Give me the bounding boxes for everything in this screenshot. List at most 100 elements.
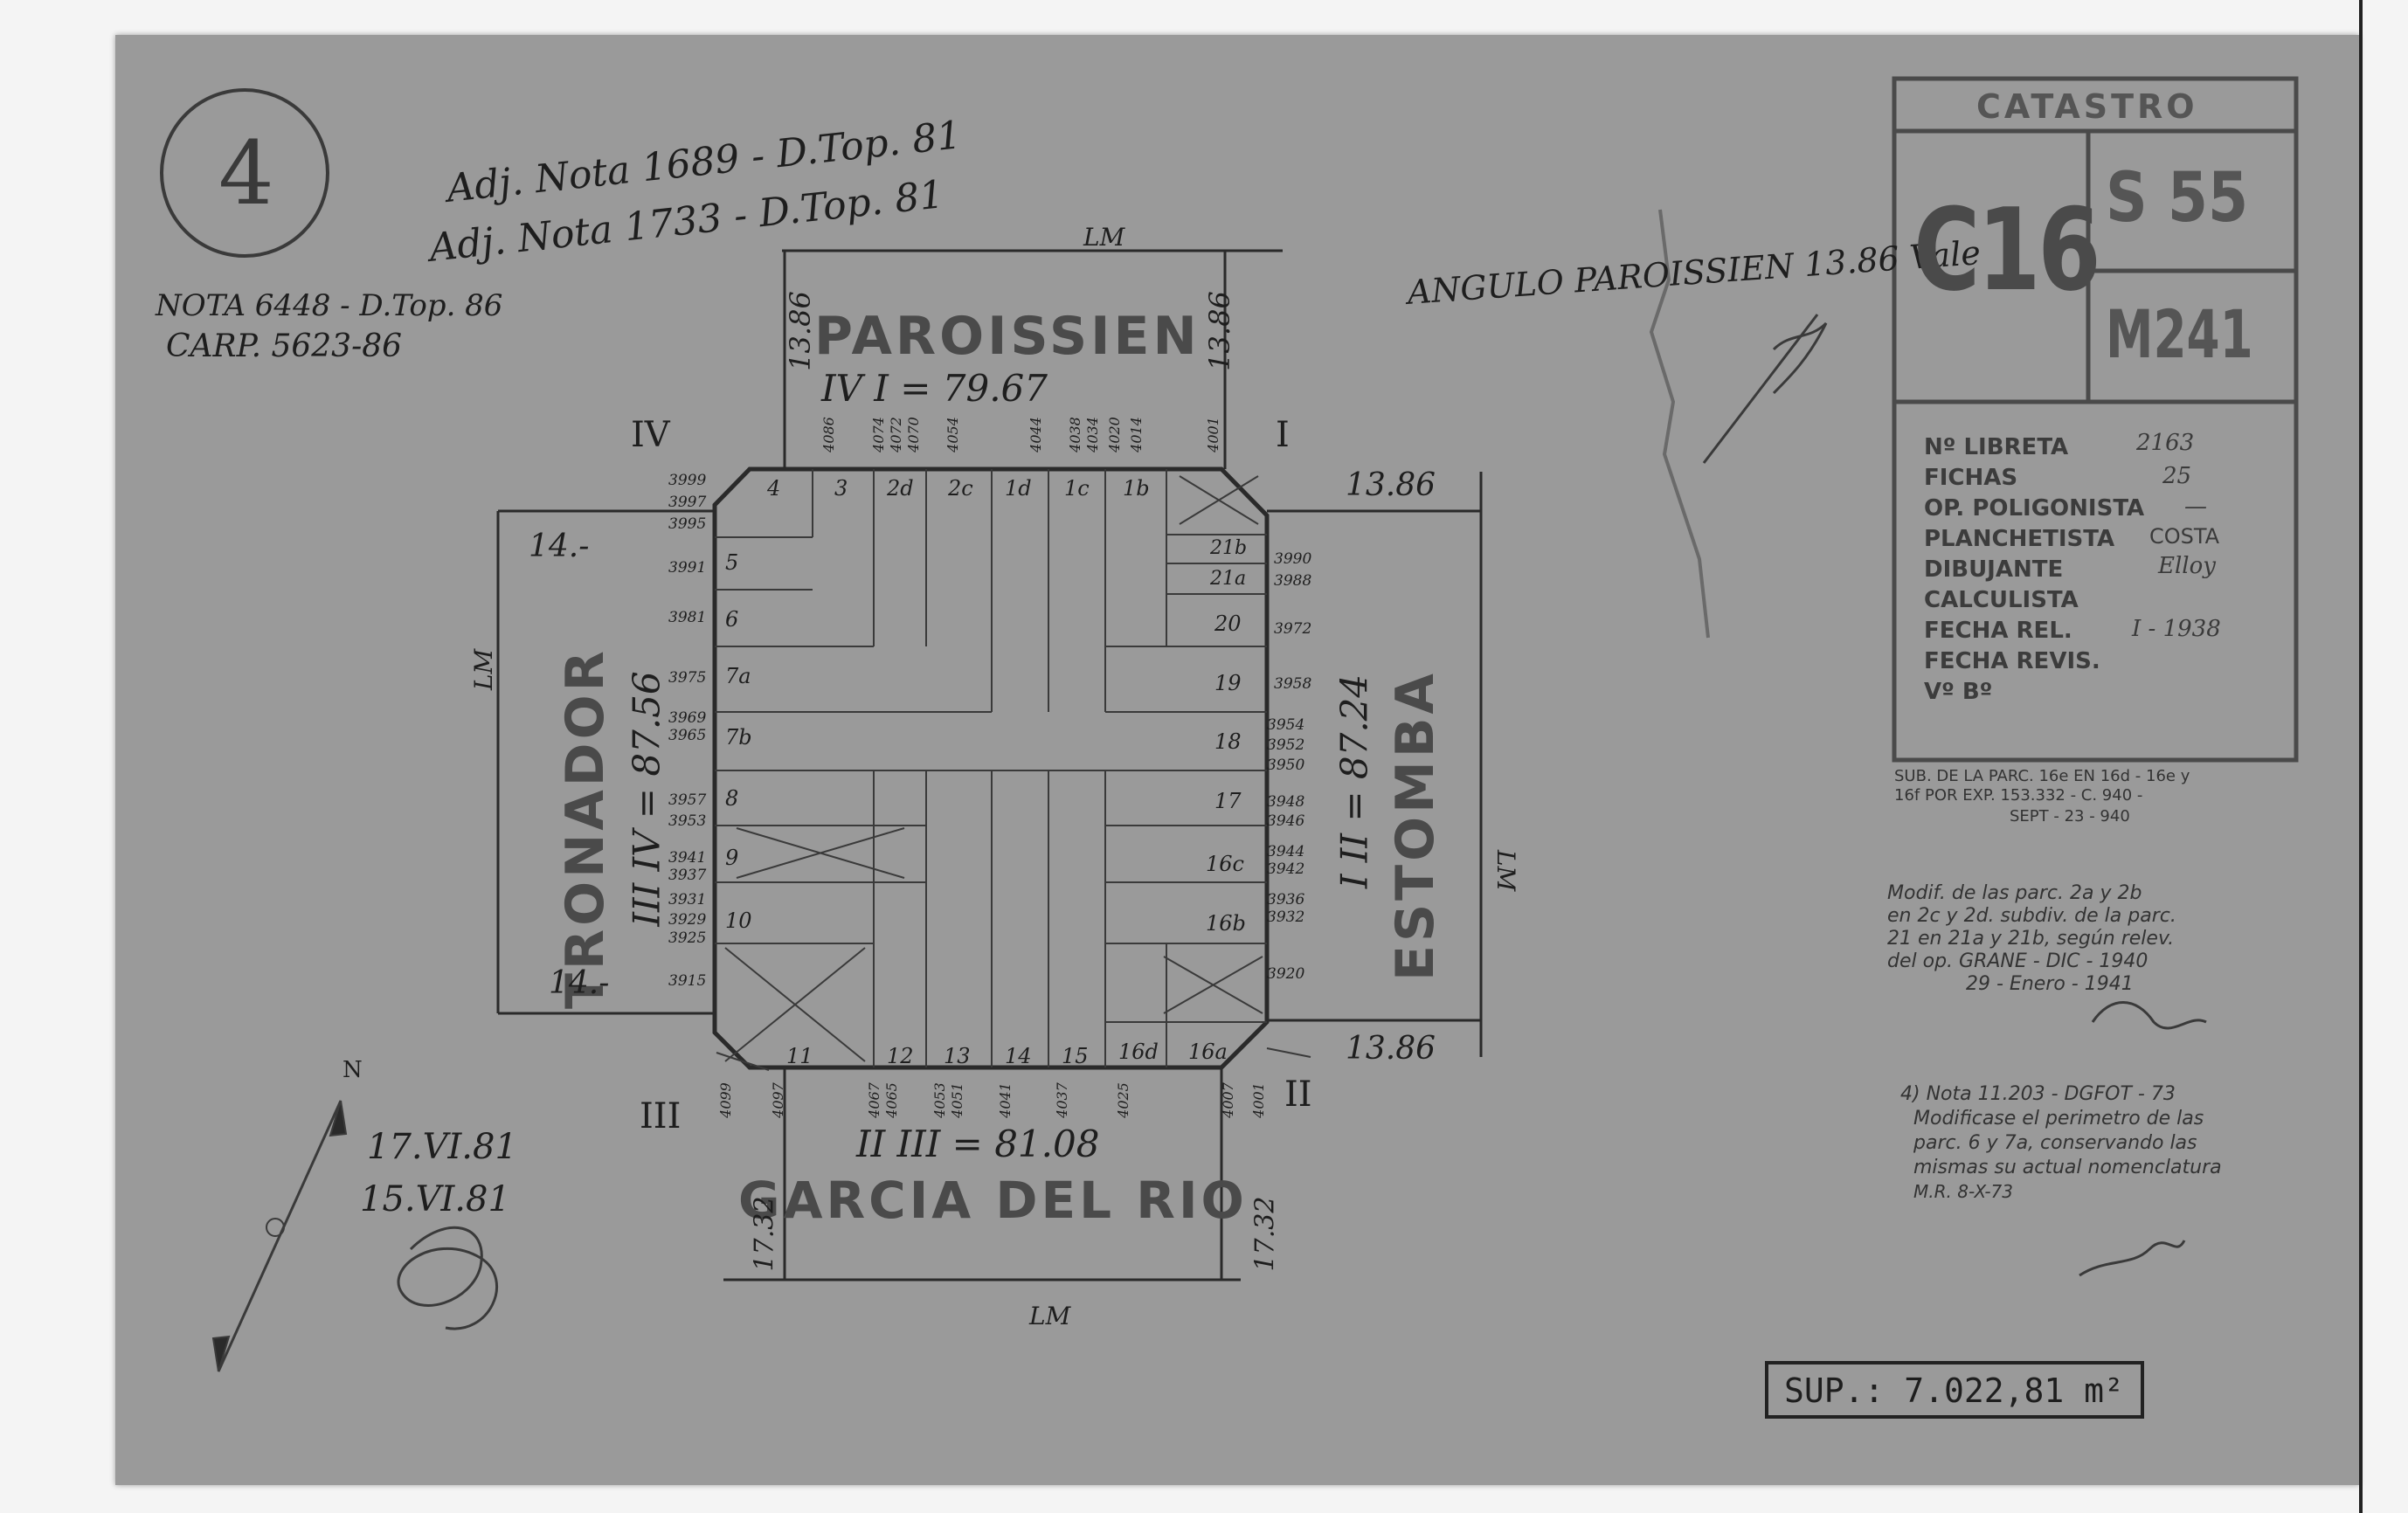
lm-label-south: LM xyxy=(1029,1302,1071,1330)
door-n-4001: 4001 xyxy=(1204,417,1221,453)
surface-value: SUP.: 7.022,81 m² xyxy=(1784,1371,2124,1410)
ref-nota-6448: NOTA 6448 - D.Top. 86 xyxy=(156,288,503,323)
door-w-3975: 3975 xyxy=(668,669,707,687)
door-e-3952: 3952 xyxy=(1267,736,1305,754)
door-e-3944: 3944 xyxy=(1267,843,1305,860)
door-s-4053: 4053 xyxy=(931,1082,948,1118)
chamfer-s-right: 17.32 xyxy=(1249,1196,1281,1272)
parcel-5: 5 xyxy=(725,550,739,575)
door-n-4054: 4054 xyxy=(944,417,961,453)
street-south: GARCIA DEL RIO xyxy=(738,1171,1248,1230)
door-e-3948: 3948 xyxy=(1267,793,1305,811)
lm-label-north: LM xyxy=(1083,223,1125,252)
door-w-3931: 3931 xyxy=(668,891,707,908)
nota4-line-4: mismas su actual nomenclatura xyxy=(1913,1157,2222,1178)
door-n-4038: 4038 xyxy=(1066,417,1083,453)
date-1: 17.VI.81 xyxy=(367,1127,517,1167)
door-w-3995: 3995 xyxy=(668,515,707,533)
chamfer-w-bottom: 14.- xyxy=(549,965,610,1001)
scanner-edge xyxy=(2359,0,2363,1513)
door-n-4020: 4020 xyxy=(1105,417,1123,453)
door-s-4051: 4051 xyxy=(948,1082,965,1118)
door-w-3997: 3997 xyxy=(668,494,707,511)
field-dibujante-label: DIBUJANTE xyxy=(1924,556,2064,583)
catastro-header: CATASTRO xyxy=(1976,87,2198,126)
manzana: M241 xyxy=(2106,295,2253,373)
chamfer-se: 13.86 xyxy=(1346,1031,1436,1067)
door-s-4099: 4099 xyxy=(716,1082,734,1118)
vertex-i: I xyxy=(1276,415,1290,455)
door-w-3915: 3915 xyxy=(668,972,707,990)
door-w-3937: 3937 xyxy=(668,867,707,884)
door-s-4001: 4001 xyxy=(1249,1082,1267,1118)
north-arrow-label: N xyxy=(343,1057,363,1083)
parcel-2c: 2c xyxy=(948,476,973,501)
door-s-4065: 4065 xyxy=(882,1082,900,1118)
modif-note-2: en 2c y 2d. subdiv. de la parc. xyxy=(1887,905,2176,927)
parcel-9: 9 xyxy=(725,846,739,870)
door-e-3946: 3946 xyxy=(1267,812,1305,830)
parcel-1d: 1d xyxy=(1005,476,1032,501)
door-w-3941: 3941 xyxy=(668,849,707,867)
parcel-19: 19 xyxy=(1214,671,1242,695)
nota4-line-3: parc. 6 y 7a, conservando las xyxy=(1913,1132,2197,1154)
door-s-4025: 4025 xyxy=(1114,1082,1131,1118)
parcel-18: 18 xyxy=(1214,729,1242,754)
parcel-21b: 21b xyxy=(1210,537,1248,559)
door-e-3954: 3954 xyxy=(1267,716,1305,734)
parcel-2d: 2d xyxy=(887,476,914,501)
door-e-3958: 3958 xyxy=(1274,675,1312,693)
side-north: IV I = 79.67 xyxy=(821,367,1048,410)
door-w-3957: 3957 xyxy=(668,791,707,809)
vertex-iv: IV xyxy=(631,415,670,455)
door-s-4067: 4067 xyxy=(865,1082,882,1118)
parcel-16d: 16d xyxy=(1118,1040,1159,1064)
door-n-4034: 4034 xyxy=(1083,417,1101,453)
parcel-16a: 16a xyxy=(1188,1040,1228,1064)
parcel-10: 10 xyxy=(725,908,752,933)
door-w-3965: 3965 xyxy=(668,727,707,744)
lm-label-east: LM xyxy=(1491,849,1521,892)
modif-note-4: del op. GRANE - DIC - 1940 xyxy=(1887,950,2149,972)
parcel-1b: 1b xyxy=(1123,476,1150,501)
date-2: 15.VI.81 xyxy=(360,1179,510,1219)
door-s-4097: 4097 xyxy=(769,1082,786,1118)
street-west: TRONADOR xyxy=(555,647,616,1009)
sub-parcel-note-2: 16f POR EXP. 153.332 - C. 940 - xyxy=(1894,786,2143,805)
street-east: ESTOMBA xyxy=(1385,670,1446,982)
parcel-3: 3 xyxy=(834,476,848,501)
door-e-3972: 3972 xyxy=(1274,620,1312,638)
field-vobo-label: Vº Bº xyxy=(1924,679,1993,705)
field-fichas-label: FICHAS xyxy=(1924,465,2018,491)
sub-parcel-note-1: SUB. DE LA PARC. 16e EN 16d - 16e y xyxy=(1894,767,2190,785)
modif-note-1: Modif. de las parc. 2a y 2b xyxy=(1887,882,2142,904)
parcel-15: 15 xyxy=(1062,1044,1089,1068)
ref-carp: CARP. 5623-86 xyxy=(166,328,403,364)
field-libreta-label: Nº LIBRETA xyxy=(1924,434,2069,460)
door-e-3988: 3988 xyxy=(1274,572,1312,590)
parcel-1c: 1c xyxy=(1064,476,1090,501)
field-calculista-label: CALCULISTA xyxy=(1924,587,2079,613)
door-w-3925: 3925 xyxy=(668,929,707,947)
seccion: S 55 xyxy=(2106,159,2249,238)
door-s-4007: 4007 xyxy=(1219,1082,1236,1118)
door-e-3942: 3942 xyxy=(1267,860,1305,878)
field-poligonista-label: OP. POLIGONISTA xyxy=(1924,495,2145,522)
door-e-3950: 3950 xyxy=(1267,756,1305,774)
vertex-iii: III xyxy=(640,1096,682,1136)
field-libreta-value: 2163 xyxy=(2136,430,2195,456)
parcel-12: 12 xyxy=(887,1044,914,1068)
parcel-16b: 16b xyxy=(1206,911,1246,936)
door-w-3929: 3929 xyxy=(668,911,707,929)
street-north: PAROISSIEN xyxy=(814,306,1201,367)
side-east: I II = 87.24 xyxy=(1332,674,1376,889)
door-e-3920: 3920 xyxy=(1267,965,1305,983)
nota4-line-1: 4) Nota 11.203 - DGFOT - 73 xyxy=(1900,1083,2176,1105)
north-arrow-line xyxy=(217,1100,343,1372)
field-planchetista-label: PLANCHETISTA xyxy=(1924,526,2115,552)
modif-note-3: 21 en 21a y 21b, según relev. xyxy=(1887,928,2175,950)
door-s-4041: 4041 xyxy=(996,1082,1014,1118)
door-n-4086: 4086 xyxy=(820,417,837,453)
parcel-4: 4 xyxy=(767,476,781,501)
